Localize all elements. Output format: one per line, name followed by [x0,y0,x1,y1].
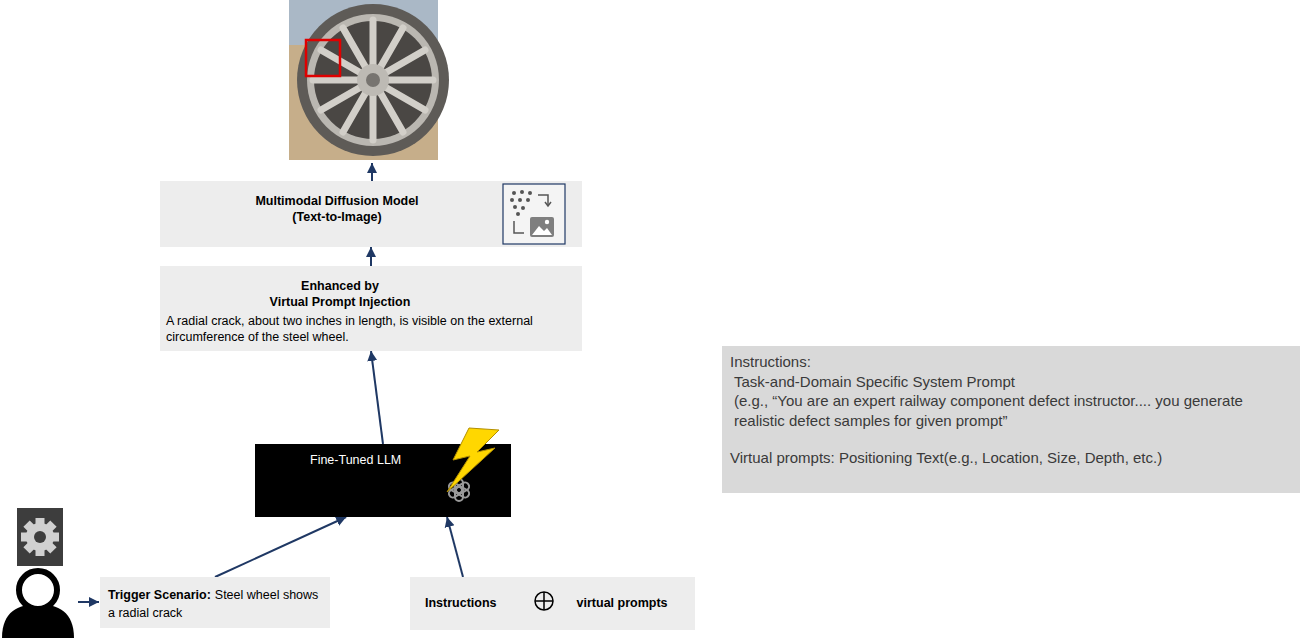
box-text: Task-and-Domain Specific System Prompt [730,372,1290,392]
process-box: Multimodal Diffusion Model(Text-to-Image… [160,181,582,247]
box-text: Virtual prompts: Positioning Text(e.g., … [730,448,1290,468]
note-panel: Instructions:Task-and-Domain Specific Sy… [722,346,1300,493]
process-box: Enhanced byVirtual Prompt Injection A rad… [160,266,582,351]
box-heading: virtual prompts [577,596,668,610]
user-icon [2,571,74,638]
process-box: Instructions virtual prompts [410,577,695,630]
box-text: (e.g., “You are an expert railway compon… [730,391,1290,430]
diffusion-icon [502,183,566,245]
user-arrow [78,601,99,603]
box-text: Instructions: [730,352,1290,372]
box-text: Fine-Tuned LLM [310,452,503,468]
box-text: A radial crack, about two inches in leng… [166,313,576,346]
flow-arrow [370,247,372,266]
lightning-icon [443,426,507,494]
gear-icon [17,508,63,566]
box-heading: Multimodal Diffusion Model [164,193,510,209]
flow-arrow [447,517,463,577]
wheel-photo [289,0,449,160]
flow-arrow [371,351,383,444]
output-arrow [371,163,373,181]
box-heading: Virtual Prompt Injection [166,294,576,310]
box-heading: Instructions [425,596,497,610]
box-heading: Trigger Scenario: [108,588,211,602]
flow-arrow [215,517,346,577]
box-heading: (Text-to-Image) [164,209,510,225]
box-heading: Enhanced by [166,278,576,294]
model-box: Fine-Tuned LLM [255,444,511,517]
process-box: Trigger Scenario:Steel wheel shows a rad… [100,577,330,628]
defect-marker [306,40,340,76]
plus-symbol [533,590,555,612]
